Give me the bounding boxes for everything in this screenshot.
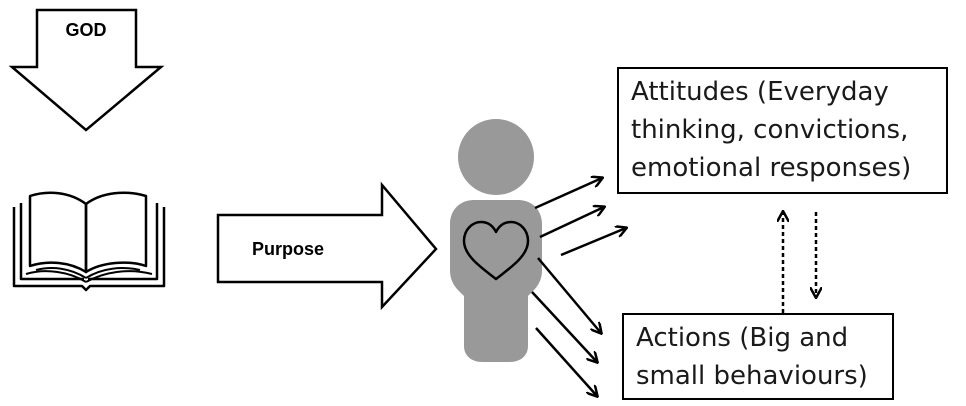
open-book-icon: [12, 191, 166, 292]
arrow-actions-1: [537, 257, 601, 333]
attitudes-line-1: Attitudes (Everyday: [631, 77, 889, 107]
arrow-attitudes-3: [560, 228, 626, 257]
actions-line-1: Actions (Big and: [636, 323, 849, 353]
arrow-attitudes-1: [534, 178, 602, 210]
arrows-to-attitudes: [534, 178, 626, 257]
arrows-to-actions: [531, 257, 601, 396]
attitudes-line-3: emotional responses): [631, 153, 912, 183]
purpose-label: Purpose: [252, 239, 324, 259]
arrow-actions-2: [531, 291, 597, 362]
god-arrow: GOD: [8, 8, 165, 132]
attitudes-line-2: thinking, convictions,: [631, 115, 909, 145]
heart-icon: [462, 220, 530, 281]
arrow-actions-3: [535, 327, 597, 396]
person-icon: [450, 119, 542, 362]
dotted-arrows: [783, 212, 816, 313]
actions-line-2: small behaviours): [636, 361, 868, 391]
arrow-attitudes-2: [539, 207, 604, 239]
actions-box: Actions (Big and small behaviours): [622, 313, 894, 400]
purpose-arrow: Purpose: [216, 181, 438, 311]
attitudes-box: Attitudes (Everyday thinking, conviction…: [617, 67, 948, 194]
god-label: GOD: [65, 20, 106, 40]
